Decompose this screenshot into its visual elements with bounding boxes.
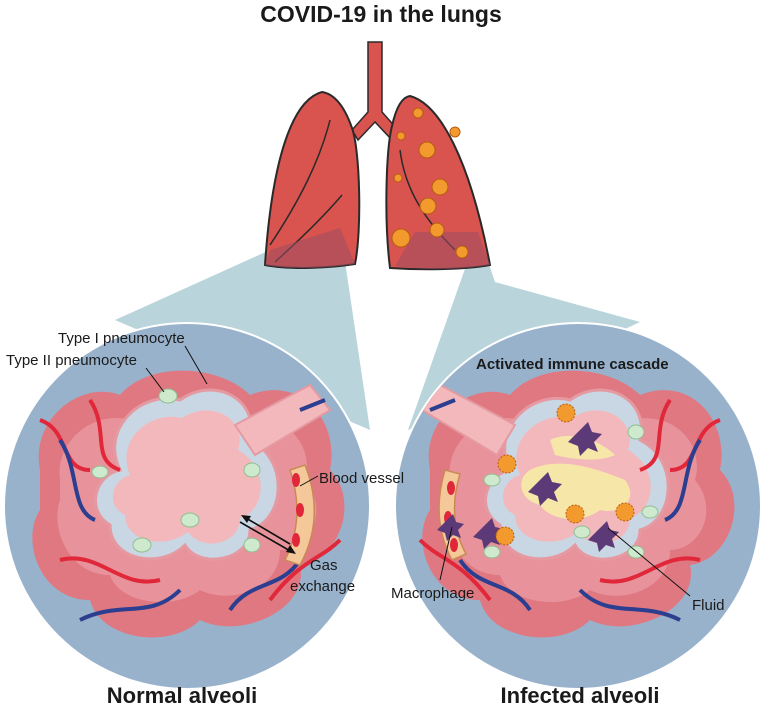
infected-alveoli-caption: Infected alveoli	[501, 683, 660, 708]
bronchiole	[233, 383, 332, 457]
virus-icon	[393, 173, 403, 183]
fluid-label: Fluid	[692, 597, 725, 614]
virus-icon	[449, 126, 461, 138]
virus-icon	[497, 454, 517, 474]
type-ii-pneumocyte	[158, 388, 178, 404]
blood-vessel-label: Blood vessel	[319, 470, 404, 487]
virus-icon	[455, 245, 469, 259]
type-ii-pneumocyte	[243, 462, 261, 478]
gas-exchange-arrow-in	[239, 521, 293, 553]
normal-alveoli-caption: Normal alveoli	[107, 683, 257, 708]
macrophage-icon	[588, 521, 619, 552]
type-ii-pneumocyte-label: Type II pneumocyte	[6, 352, 137, 369]
virus-icon	[412, 107, 424, 119]
type-i-pneumocyte-label: Type I pneumocyte	[58, 330, 185, 347]
macrophage-icon	[437, 514, 464, 541]
type-ii-pneumocyte	[483, 473, 501, 487]
virus-icon	[615, 502, 635, 522]
type-ii-pneumocyte	[573, 525, 591, 539]
lung-virus-particles	[391, 107, 469, 259]
virus-icon	[419, 197, 437, 215]
type-ii-pneumocyte	[91, 465, 109, 479]
virus-icon	[565, 504, 585, 524]
trachea	[351, 41, 399, 142]
virus-icon	[556, 403, 576, 423]
virus-icon	[429, 222, 445, 238]
lungs-illustration	[263, 41, 492, 271]
type-ii-pneumocyte	[243, 537, 261, 553]
virus-icon	[495, 526, 515, 546]
macrophage-label: Macrophage	[391, 585, 474, 602]
activated-immune-cascade-label: Activated immune cascade	[476, 356, 669, 373]
gas-exchange-arrow-out	[245, 517, 291, 545]
macrophage-icon	[473, 518, 504, 549]
diagram-title: COVID-19 in the lungs	[260, 1, 502, 27]
macrophage-icon	[568, 422, 602, 456]
macrophages	[437, 422, 619, 552]
exchange-label: exchange	[290, 578, 355, 595]
virus-icon	[391, 228, 411, 248]
pneumocytes	[91, 388, 261, 553]
pneumocytes	[483, 424, 659, 559]
type-ii-pneumocyte	[132, 537, 152, 553]
leader-lines	[145, 345, 691, 597]
normal-alveoli-circle	[3, 322, 371, 690]
gas-label: Gas	[310, 557, 338, 574]
macrophage-icon	[528, 472, 562, 506]
virus-icon	[418, 141, 436, 159]
virus-icon	[396, 131, 406, 141]
virus-icon	[431, 178, 449, 196]
type-ii-pneumocyte	[180, 512, 200, 528]
vein-vessel	[429, 398, 702, 622]
vein-vessel	[58, 398, 326, 622]
type-ii-pneumocyte	[483, 545, 501, 559]
type-ii-pneumocyte	[641, 505, 659, 519]
alveolar-viruses	[495, 403, 635, 546]
infected-alveoli-circle	[394, 322, 762, 690]
type-ii-pneumocyte	[627, 424, 645, 440]
